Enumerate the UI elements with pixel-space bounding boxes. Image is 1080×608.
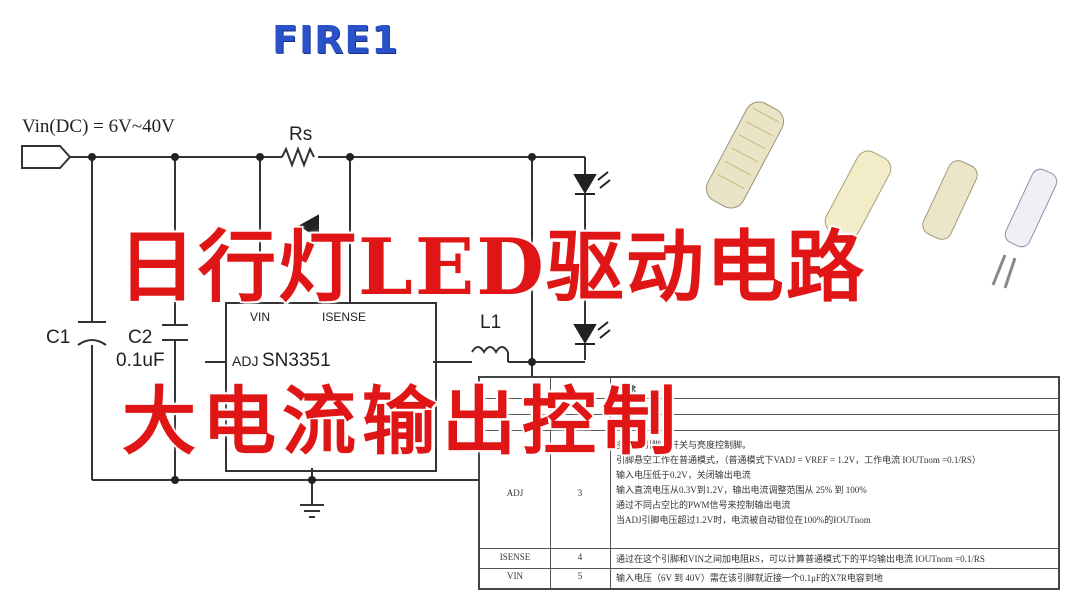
list-item: 通过不同占空比的PWM信号来控制输出电流 [616,500,791,510]
table-header-desc: 描述 [616,386,636,397]
led-bulb-icon [922,160,978,240]
pin-description-table: 描述 ADJ 3 多功能引脚，开关与亮度控制脚。 引脚悬空工作在普通模式，（普通… [478,376,1060,590]
sn3351-chip [225,302,437,472]
list-item: 输入电压（6V 到 40V）需在该引脚就近接一个0.1μF的X7R电容到地 [616,573,883,583]
rs-label: Rs [289,124,313,145]
pin-number: 3 [577,488,583,498]
diode-symbol-icon [573,324,597,344]
diode-symbol-icon [573,174,597,194]
list-item: 当ADJ引脚电压超过1.2V时，电流被自动钳位在100%的IOUTnom [616,515,871,525]
l1-label: L1 [480,312,502,333]
title-line-1: 日行灯LED驱动电路 [117,221,866,315]
title-line-2: 大电流输出控制 [121,378,682,467]
vin-connector [21,145,72,169]
pin-name: ADJ [506,488,524,498]
list-item: 通过在这个引脚和VIN之间加电阻RS，可以计算普通模式下的平均输出电流 IOUT… [616,554,985,564]
list-item: 引脚悬空工作在普通模式，（普通模式下VADJ = VREF = 1.2V，工作电… [616,455,981,465]
list-item: 输入直流电压从0.3V到1.2V，输出电流调整范围从 25% 到 100% [616,485,867,495]
l1-inductor [471,346,509,354]
table-row: ISENSE 4 通过在这个引脚和VIN之间加电阻RS，可以计算普通模式下的平均… [480,552,1058,568]
c2-value: 0.1uF [116,350,165,371]
pin-number: 4 [577,552,583,562]
pin-number: 5 [577,571,583,581]
list-item: 输入电压低于0.2V，关闭输出电流 [616,470,751,480]
pin-isense-label: ISENSE [322,310,367,324]
pin-adj-label: ADJ [232,353,259,369]
pin-vin-label: VIN [250,310,271,324]
led-bulb-icon [824,150,892,240]
c1-label: C1 [46,327,71,348]
table-row: VIN 5 输入电压（6V 到 40V）需在该引脚就近接一个0.1μF的X7R电… [480,571,1058,587]
vin-label: Vin(DC) = 6V~40V [22,116,175,137]
led-bulb-icon [705,101,785,209]
table-row: ADJ 3 多功能引脚，开关与亮度控制脚。 引脚悬空工作在普通模式，（普通模式下… [480,438,1058,550]
c2-label: C2 [128,327,153,348]
brand-logo: FIRE1 [272,18,399,62]
pin-name: VIN [507,571,523,581]
pin-name: ISENSE [499,552,531,562]
chip-name: SN3351 [262,350,331,371]
list-item: 多功能引脚，开关与亮度控制脚。 [616,440,752,450]
rs-resistor [281,146,315,168]
led-bulb-icon [991,168,1058,289]
